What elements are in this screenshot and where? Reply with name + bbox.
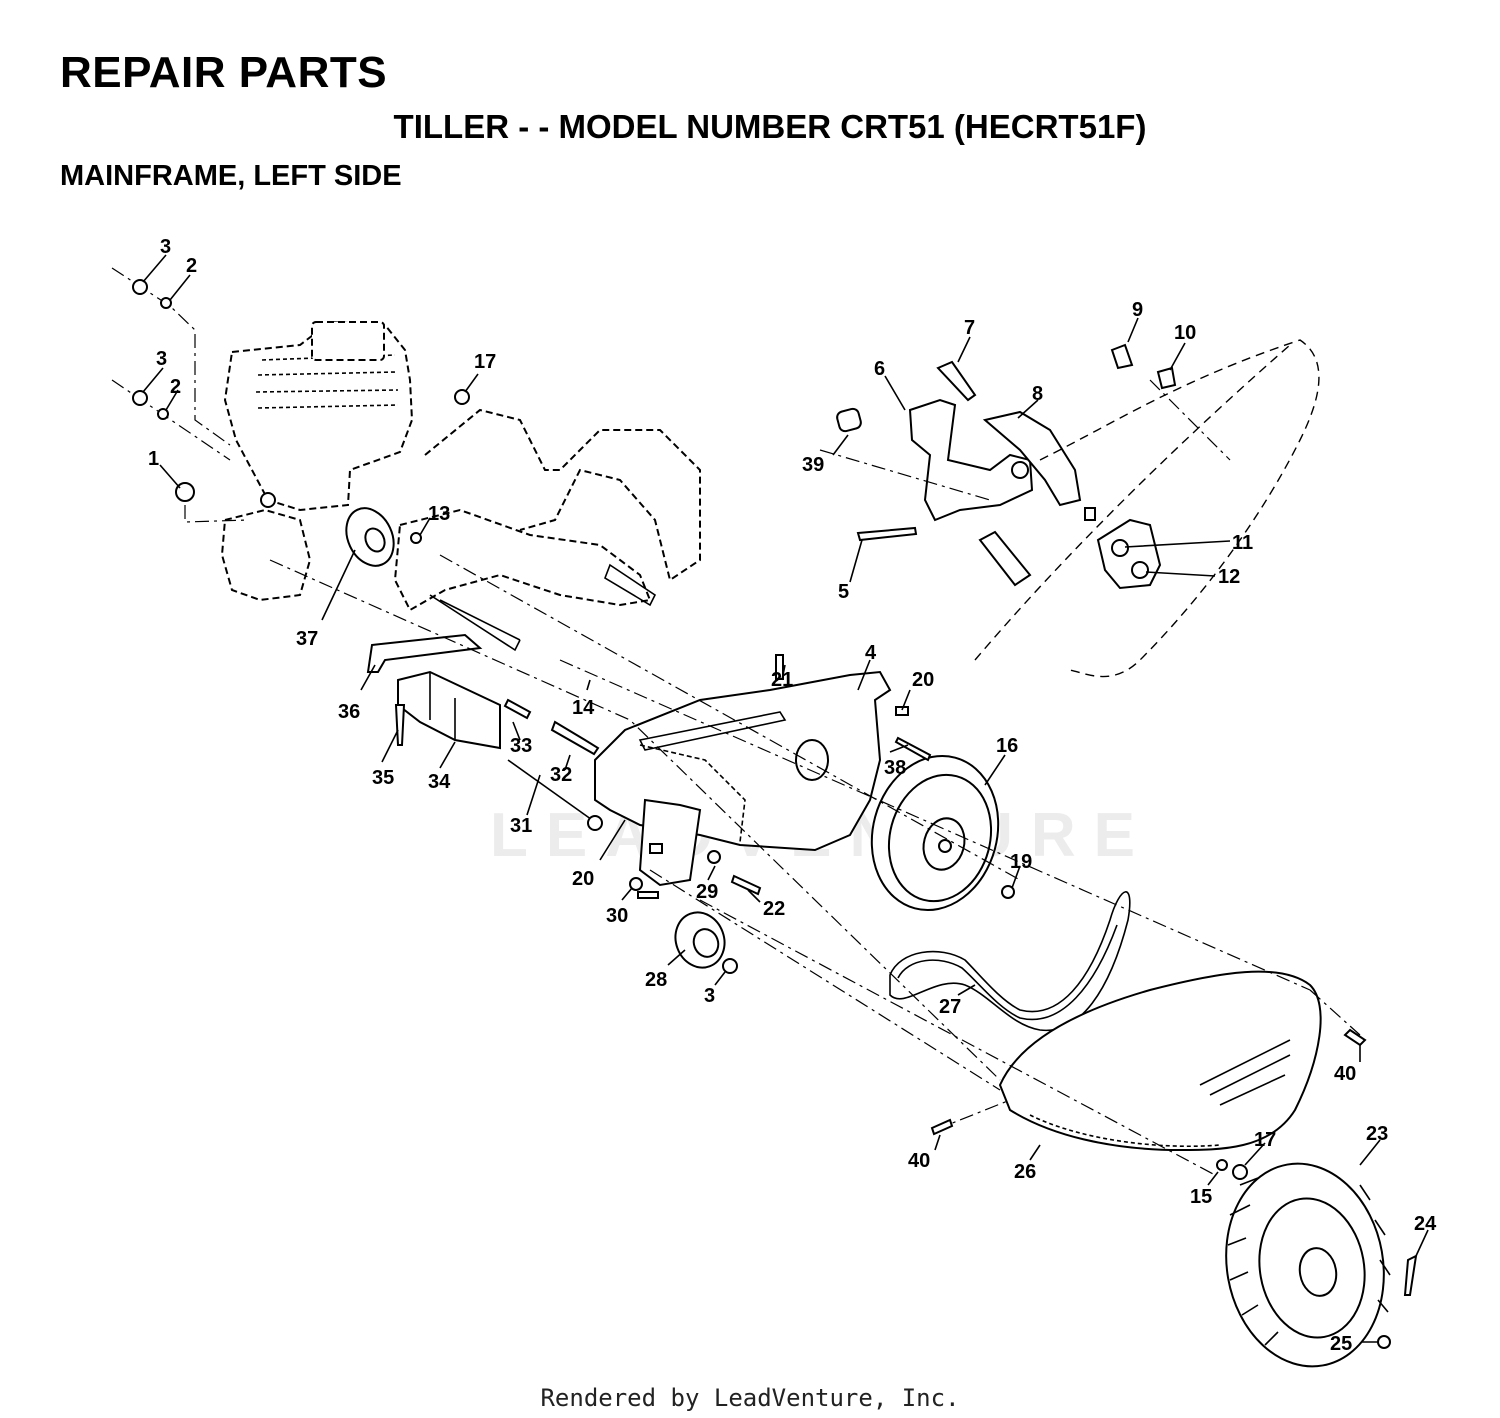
- callout-8: 8: [1032, 383, 1043, 405]
- callout-40: 40: [908, 1150, 930, 1172]
- callout-14: 14: [572, 697, 595, 719]
- engine-drawing: [220, 320, 414, 602]
- callout-23: 23: [1366, 1123, 1388, 1145]
- callout-16: 16: [996, 735, 1018, 757]
- callout-7: 7: [964, 317, 975, 339]
- callout-labels: 3 2 3 2 1 17 13 37 36 35 34 33 32 31 14 …: [148, 236, 1437, 1355]
- callout-21: 21: [771, 669, 793, 691]
- callout-26: 26: [1014, 1161, 1036, 1183]
- callout-39: 39: [802, 454, 824, 476]
- engine-pulley-37: [345, 507, 395, 567]
- hardware-items: [132, 279, 1367, 1180]
- callout-20: 20: [912, 669, 934, 691]
- callout-4: 4: [865, 642, 877, 664]
- callout-24: 24: [1414, 1213, 1437, 1235]
- rod-and-bolts: [503, 698, 603, 831]
- callout-36: 36: [338, 701, 360, 723]
- callout-22: 22: [763, 898, 785, 920]
- belt-guard-plate-4: [594, 670, 892, 891]
- callout-17: 17: [1254, 1129, 1276, 1151]
- callout-25: 25: [1330, 1333, 1352, 1355]
- frame-drawing: [393, 408, 701, 652]
- callout-28: 28: [645, 969, 667, 991]
- callout-13: 13: [428, 503, 450, 525]
- callout-40: 40: [1334, 1063, 1356, 1085]
- callout-2: 2: [186, 255, 197, 277]
- section-heading: MAINFRAME, LEFT SIDE: [60, 160, 402, 192]
- callout-3: 3: [160, 236, 171, 258]
- wheel-23: [1225, 1162, 1418, 1368]
- callout-19: 19: [1010, 851, 1032, 873]
- callout-15: 15: [1190, 1186, 1212, 1208]
- callout-20: 20: [572, 868, 594, 890]
- callout-31: 31: [510, 815, 532, 837]
- control-bracket-6-cam-8: [836, 360, 1096, 587]
- callout-17: 17: [474, 351, 496, 373]
- callout-35: 35: [372, 767, 394, 789]
- callout-33: 33: [510, 735, 532, 757]
- callout-5: 5: [838, 581, 849, 603]
- callout-6: 6: [874, 358, 885, 380]
- model-subtitle: TILLER - - MODEL NUMBER CRT51 (HECRT51F): [393, 108, 1147, 145]
- callout-27: 27: [939, 996, 961, 1018]
- callout-32: 32: [550, 764, 572, 786]
- callout-12: 12: [1218, 566, 1240, 588]
- callout-11: 11: [1232, 532, 1253, 554]
- callout-3: 3: [156, 348, 167, 370]
- bracket-36-guard-34: [366, 633, 501, 750]
- callout-9: 9: [1132, 299, 1143, 321]
- callout-2: 2: [170, 376, 181, 398]
- callout-1: 1: [148, 448, 159, 470]
- footer-credit: Rendered by LeadVenture, Inc.: [540, 1384, 960, 1412]
- callout-38: 38: [884, 757, 906, 779]
- alignment-lines: [111, 267, 1361, 1176]
- handle-lever-11-12: [974, 339, 1320, 678]
- callout-3: 3: [704, 985, 715, 1007]
- drive-belt-27: [889, 891, 1131, 1032]
- belt-cover-26: [998, 970, 1322, 1152]
- callout-30: 30: [606, 905, 628, 927]
- callout-29: 29: [696, 881, 718, 903]
- callout-37: 37: [296, 628, 318, 650]
- callout-34: 34: [428, 771, 451, 793]
- idler-pulley-28: [674, 911, 738, 974]
- leader-lines: [142, 254, 1429, 1343]
- callout-10: 10: [1174, 322, 1196, 344]
- page-title: REPAIR PARTS: [60, 48, 388, 97]
